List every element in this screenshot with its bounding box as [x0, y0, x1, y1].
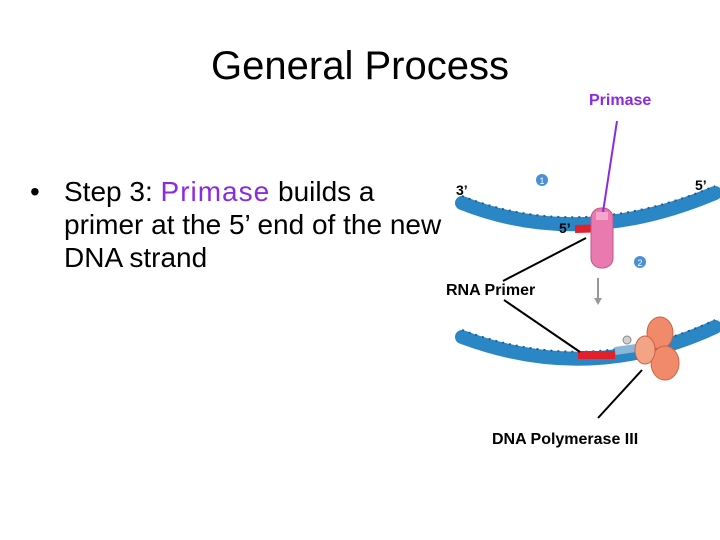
five-prime-right-label: 5’ — [695, 177, 707, 193]
bullet-text-post: builds a primer at the 5’ end of the new… — [64, 176, 442, 273]
nucleotide — [622, 335, 632, 345]
step-1-text: 1 — [539, 176, 544, 186]
bullet-text: Step 3: Primase builds a primer at the 5… — [64, 176, 444, 274]
bottom-strand-ticks — [461, 319, 716, 353]
rna-primer-leader-line-2 — [503, 299, 581, 353]
five-prime-mid-label: 5’ — [559, 220, 571, 236]
primase-highlight: Primase — [160, 176, 271, 207]
polymerase-subunit-bottom — [650, 345, 680, 381]
bullet-marker: • — [30, 176, 40, 207]
rna-primer-leader-line-1 — [502, 237, 587, 282]
top-dna-strand — [455, 186, 720, 232]
primase-label: Primase — [589, 92, 652, 109]
bullet-text-pre: Step 3: — [64, 176, 161, 207]
polymerase-leader-line — [597, 369, 643, 419]
rna-primer-label: RNA Primer — [446, 282, 536, 299]
polymerase-subunit-mid — [634, 335, 656, 365]
dna-polymerase-label: DNA Polymerase III — [492, 431, 639, 448]
step-arrow-head — [594, 298, 602, 305]
step-2-marker — [634, 256, 646, 268]
primase-leader-line — [602, 120, 618, 213]
slide-title: General Process — [211, 44, 509, 88]
primase-highlight-shape — [596, 212, 608, 220]
step-2-text: 2 — [637, 258, 642, 268]
primase-protein — [590, 207, 614, 269]
three-prime-label: 3’ — [456, 182, 468, 198]
step-1-marker — [536, 174, 548, 186]
